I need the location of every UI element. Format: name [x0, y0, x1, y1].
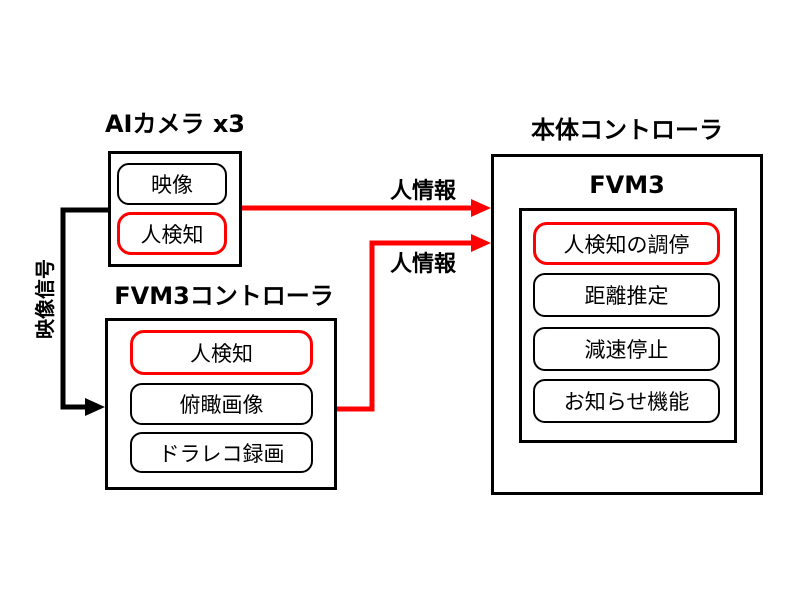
node-person-detect-arbitration: 人検知の調停: [533, 222, 720, 265]
video-signal-arrowhead: [85, 398, 105, 416]
ai-camera-title: AIカメラ x3: [104, 110, 246, 138]
node-dashcam-recording: ドラレコ録画: [130, 432, 313, 473]
person-info-top-label: 人情報: [389, 179, 456, 204]
person-info-bottom-label: 人情報: [389, 252, 456, 277]
main-controller-title: 本体コントローラ: [531, 116, 723, 144]
fvm3-controller-title: FVM3コントローラ: [114, 282, 334, 310]
node-video: 映像: [117, 163, 227, 205]
node-birdseye-image: 俯瞰画像: [130, 383, 313, 425]
node-person-detect-controller: 人検知: [130, 330, 313, 375]
node-person-detect-camera: 人検知: [117, 212, 227, 255]
node-distance-estimation: 距離推定: [533, 273, 720, 317]
node-slow-down-stop: 減速停止: [533, 327, 720, 371]
video-signal-label: 映像信号: [33, 259, 57, 339]
fvm3-subsystem-label: FVM3: [589, 171, 665, 199]
node-notification-function: お知らせ機能: [533, 379, 720, 423]
